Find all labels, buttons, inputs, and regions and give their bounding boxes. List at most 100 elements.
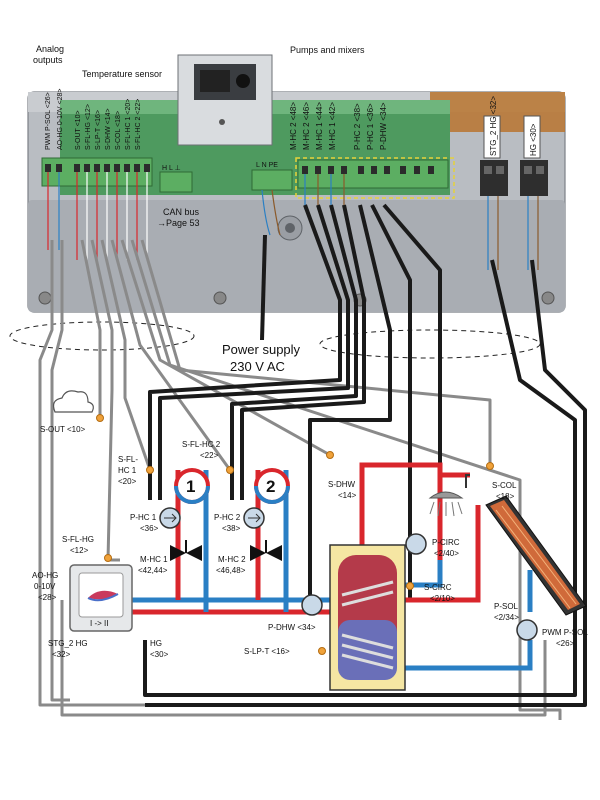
shower-icon — [428, 474, 470, 517]
terminal-label: M-HC 2 <46> — [302, 102, 311, 150]
dhw-storage-tank — [329, 544, 406, 691]
terminal-label: P-DHW <34> — [379, 102, 388, 150]
terminal-label: M-HC 1 <42> — [328, 102, 337, 150]
s-dhw-label: S-DHW — [328, 480, 356, 489]
p-sol-label: <2/34> — [494, 613, 519, 622]
terminal-label: S-FL-HG <12> — [85, 104, 92, 150]
mixer-hc2-icon — [250, 540, 282, 561]
can-bus-terminal: H L ⊥ CAN bus →Page 53 — [157, 165, 200, 228]
boiler-stage-label: I -> II — [90, 619, 108, 628]
p-sol-label: P-SOL — [494, 602, 519, 611]
p-hc1-label: <36> — [140, 524, 159, 533]
terminal-label: S-DHW <14> — [105, 108, 112, 150]
sensor-dot-icon — [96, 414, 104, 422]
hydraulic-pipes — [130, 462, 533, 671]
analog-outputs-title-1: Analog — [36, 44, 64, 54]
ao-hg-label: <28> — [38, 593, 57, 602]
p-dhw-label: P-DHW <34> — [268, 623, 316, 632]
pump-terminal-labels: M-HC 2 <48> M-HC 2 <46> M-HC 1 <44> M-HC… — [289, 102, 388, 150]
screw-icon — [38, 291, 52, 305]
pump-dhw-icon — [301, 594, 323, 616]
sensor-dot-icon — [318, 647, 326, 655]
s-fl-hc2-label: <22> — [200, 451, 219, 460]
component-labels: S-OUT <10> S-FL- HC 1 <20> S-FL-HC 2 <22… — [32, 425, 588, 659]
hg-label: <30> — [150, 650, 169, 659]
stg2-hg-label: <32> — [52, 650, 71, 659]
power-cables — [143, 203, 587, 707]
sensor-cables — [38, 239, 562, 720]
terminal-label: PWM P-SOL <26> — [45, 92, 52, 150]
m-hc2-label: M-HC 2 — [218, 555, 246, 564]
s-dhw-label: <14> — [338, 491, 357, 500]
cable-bundle-outline — [9, 321, 195, 351]
ao-hg-label: 0-10V — [34, 582, 56, 591]
s-col-label: S-COL — [492, 481, 517, 490]
power-pins-label: L N PE — [256, 162, 278, 169]
terminal-label: HG <30> — [529, 123, 538, 156]
terminal-label: S-FL-HC 1 <20> — [125, 99, 132, 150]
internal-wires — [47, 172, 539, 270]
s-fl-hc2-label: S-FL-HC 2 — [182, 440, 221, 449]
circuit-number: 2 — [266, 477, 275, 496]
can-bus-page-label: →Page 53 — [157, 218, 200, 228]
s-fl-hg-label: S-FL-HG — [62, 535, 94, 544]
temperature-sensor-title: Temperature sensor — [82, 69, 162, 79]
terminal-label: S-COL <18> — [115, 111, 122, 150]
left-terminal-labels: PWM P-SOL <26> AO-HG 0-10V <28> S-OUT <1… — [45, 89, 142, 150]
sensor-dots — [96, 414, 494, 655]
can-pins-label: H L ⊥ — [162, 165, 181, 172]
terminal-label: M-HC 2 <48> — [289, 102, 298, 150]
can-bus-label: CAN bus — [163, 207, 200, 217]
display-module — [177, 54, 273, 146]
s-circ-label: S-CIRC — [424, 583, 452, 592]
terminal-label: STG_2 HG <32> — [489, 96, 498, 156]
power-supply-voltage: 230 V AC — [230, 359, 285, 374]
s-col-label: <18> — [496, 492, 515, 501]
s-lp-t-label: S-LP-T <16> — [244, 647, 290, 656]
power-terminal: L N PE — [251, 162, 303, 241]
circuit-number: 1 — [186, 477, 195, 496]
sensor-dot-icon — [146, 466, 154, 474]
s-fl-hc1-label: <20> — [118, 477, 137, 486]
s-out-label: S-OUT <10> — [40, 425, 86, 434]
relay-terminals: STG_2 HG <32> HG <30> — [480, 96, 548, 196]
pwm-p-sol-label: PWM P-SOL — [542, 628, 588, 637]
heating-circuit-1: 1 — [174, 468, 210, 504]
sensor-dot-icon — [104, 554, 112, 562]
cable-bundle-outline — [319, 329, 541, 359]
hg-label: HG — [150, 639, 162, 648]
dial-knob-icon — [236, 74, 250, 88]
sensor-dot-icon — [486, 462, 494, 470]
s-fl-hc1-label: S-FL- — [118, 455, 138, 464]
mixer-hc1-icon — [170, 540, 202, 561]
pump-hc2-icon — [243, 507, 265, 529]
m-hc2-label: <46,48> — [216, 566, 246, 575]
m-hc1-label: M-HC 1 — [140, 555, 168, 564]
analog-outputs-title-2: outputs — [33, 55, 63, 65]
terminal-label: S-FL-HC 2 <22> — [135, 99, 142, 150]
terminal-label: AO-HG 0-10V <28> — [57, 89, 64, 150]
terminal-label: S-LP-T <16> — [95, 110, 102, 150]
ao-hg-label: AO-HG — [32, 571, 58, 580]
m-hc1-label: <42,44> — [138, 566, 168, 575]
sensor-dot-icon — [326, 451, 334, 459]
s-fl-hg-label: <12> — [70, 546, 89, 555]
stg2-hg-label: STG_2 HG — [48, 639, 88, 648]
s-circ-label: <2/10> — [430, 594, 455, 603]
sensor-dot-icon — [226, 466, 234, 474]
heating-circuit-2: 2 — [254, 468, 290, 504]
boiler-unit: I -> II — [69, 564, 133, 632]
sensor-dot-icon — [406, 582, 414, 590]
terminal-label: P-HC 2 <38> — [353, 103, 362, 150]
screw-icon — [541, 291, 555, 305]
p-hc2-label: P-HC 2 — [214, 513, 241, 522]
pumps-mixers-title: Pumps and mixers — [290, 45, 365, 55]
p-circ-label: P-CIRC — [432, 538, 460, 547]
pump-circ-icon — [405, 533, 427, 555]
power-supply-label: Power supply — [222, 342, 301, 357]
solar-collector — [485, 495, 587, 616]
cloud-icon — [52, 390, 94, 413]
terminal-label: P-HC 1 <36> — [366, 103, 375, 150]
terminal-label: S-OUT <10> — [75, 110, 82, 150]
